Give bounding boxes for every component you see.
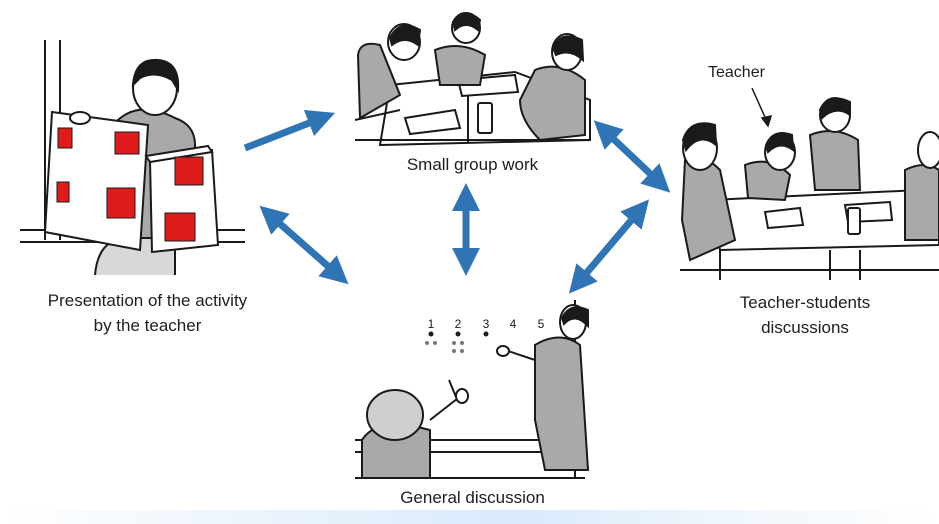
board-number-4: 4: [510, 317, 517, 331]
board-dots: [425, 331, 489, 353]
arrow-teacher-students-general: [568, 199, 650, 294]
card-square: [56, 181, 70, 203]
teacher-students-caption-line1: Teacher-students: [739, 293, 871, 312]
presentation-caption-line2: by the teacher: [93, 316, 202, 335]
teacher-students-caption-line2: discussions: [761, 318, 849, 337]
presentation-caption-line1: Presentation of the activity: [47, 291, 248, 310]
board-number-5: 5: [538, 317, 545, 331]
teacher-label: Teacher: [708, 64, 765, 81]
board-number-3: 3: [483, 317, 490, 331]
small-group-caption-text: Small group work: [406, 155, 539, 174]
small-group-caption: Small group work: [355, 152, 590, 177]
card-square: [164, 212, 196, 242]
teacher-students-caption: Teacher-students discussions: [700, 290, 910, 340]
general-discussion-caption-text: General discussion: [400, 488, 545, 507]
card-square: [57, 127, 73, 149]
card-square: [174, 156, 204, 186]
card-square: [106, 187, 136, 219]
board-number-1: 1: [428, 317, 435, 331]
card-square: [114, 131, 140, 155]
bottom-fade-strip: [0, 510, 939, 524]
arrow-presentation-general: [259, 205, 349, 285]
general-discussion-caption: General discussion: [355, 485, 590, 510]
arrow-small-group-teacher-students: [593, 120, 671, 193]
presentation-caption: Presentation of the activity by the teac…: [25, 288, 270, 338]
arrow-presentation-to-small-group: [243, 110, 336, 152]
board-number-2: 2: [455, 317, 462, 331]
